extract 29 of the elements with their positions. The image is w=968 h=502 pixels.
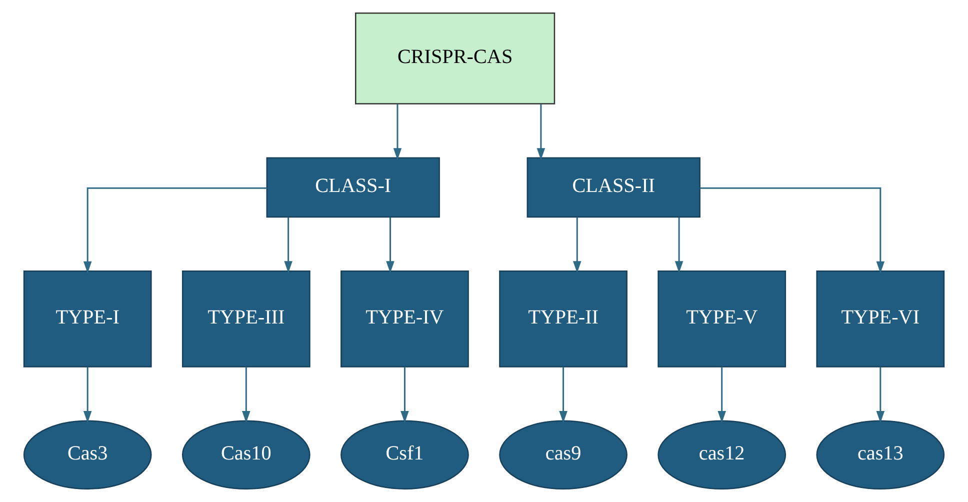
node-ellipse: cas13 [816,420,945,490]
node-box: CLASS-I [266,157,440,218]
node-box: TYPE-IV [340,270,469,368]
node-box: TYPE-V [658,270,786,368]
arrow [386,217,394,273]
node-box: CRISPR-CAS [355,12,556,104]
node-box: CLASS-II [526,157,700,218]
arrow [83,366,92,423]
arrow [400,366,409,423]
arrow [572,217,582,273]
node-ellipse: Cas3 [23,420,152,490]
node-box: TYPE-VI [816,270,945,368]
arrow [393,104,402,160]
node-box: TYPE-II [499,270,628,368]
arrow [559,366,568,423]
arrow [700,187,885,274]
node-ellipse: cas9 [499,420,628,490]
arrow [876,366,885,423]
node-ellipse: cas12 [658,420,786,490]
node-box: TYPE-I [23,270,152,368]
arrow [718,366,726,423]
arrow [536,104,546,160]
arrow [674,217,684,273]
arrow [83,187,267,274]
node-box: TYPE-III [182,270,310,368]
arrow [242,366,250,423]
arrow [284,217,292,273]
node-ellipse: Cas10 [182,420,310,490]
node-ellipse: Csf1 [340,420,469,490]
